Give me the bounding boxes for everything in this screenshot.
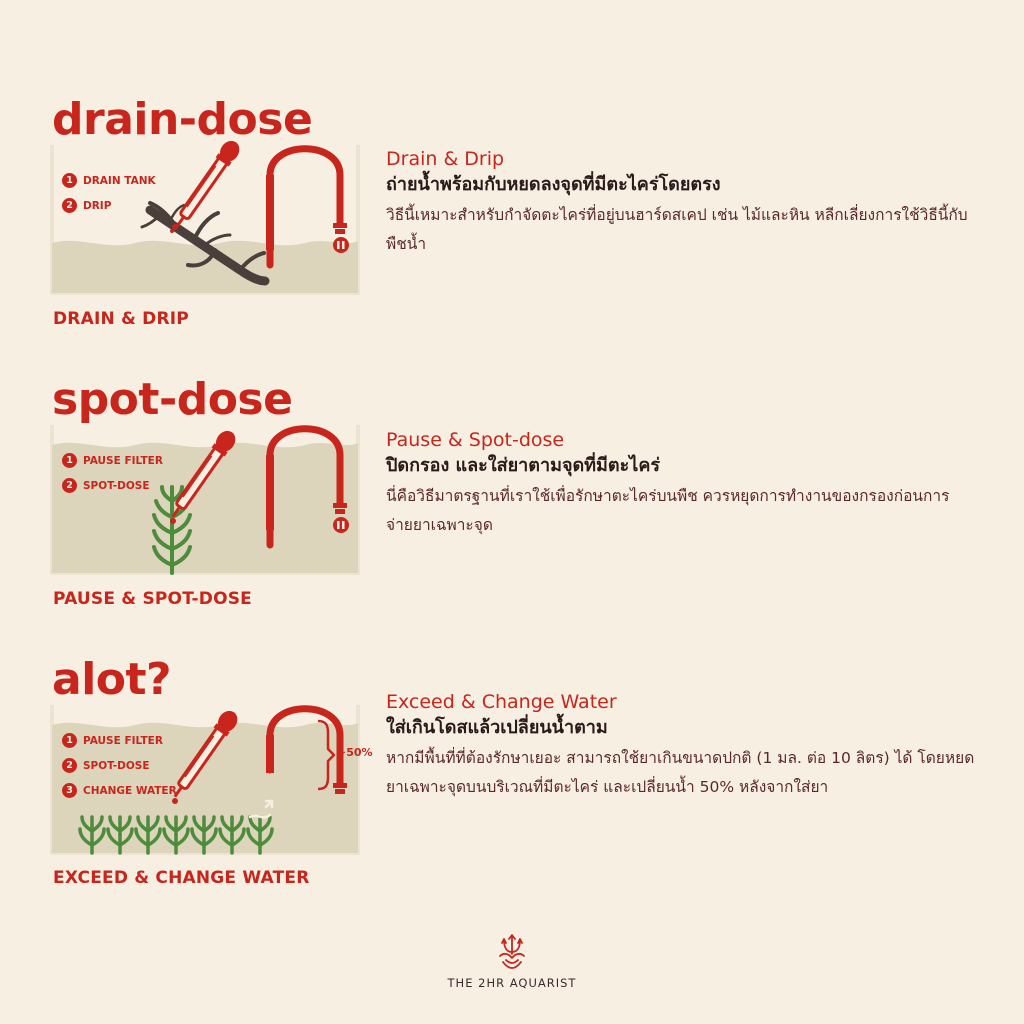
pause-icon [333, 517, 349, 533]
step-item: 1 PAUSE FILTER [62, 728, 177, 753]
pipe-outlet-icon [266, 705, 344, 787]
pipe-outlet-icon [266, 145, 344, 269]
step-list: 1 DRAIN TANK 2 DRIP [62, 168, 156, 218]
description-block: Pause & Spot-dose ปิดกรอง และใส่ยาตามจุด… [386, 428, 976, 540]
section-caption: DRAIN & DRIP [53, 309, 189, 329]
pipe-nozzle [333, 783, 347, 794]
step-number: 1 [62, 453, 77, 468]
step-item: 2 SPOT-DOSE [62, 753, 177, 778]
step-item: 2 SPOT-DOSE [62, 473, 163, 498]
step-number: 2 [62, 198, 77, 213]
dropper-icon [173, 710, 238, 798]
section-heading: spot-dose [52, 374, 293, 425]
method-description: หากมีพื้นที่ที่ต้องรักษาเยอะ สามารถใช้ยา… [386, 749, 975, 796]
step-item: 1 DRAIN TANK [62, 168, 156, 193]
method-title-en: Drain & Drip [386, 148, 505, 170]
step-label: PAUSE FILTER [83, 454, 163, 467]
step-list: 1 PAUSE FILTER 2 SPOT-DOSE [62, 448, 163, 498]
pipe-nozzle [333, 503, 347, 514]
trident-lotus-logo [499, 934, 525, 969]
footer: THE 2HR AQUARIST [0, 932, 1024, 990]
method-title-en: Exceed & Change Water [386, 691, 617, 713]
description-block: Exceed & Change Water ใส่เกินโดสแล้วเปลี… [386, 690, 976, 802]
dropper-icon [171, 430, 236, 518]
level-bracket [317, 719, 336, 791]
method-description: วิธีนี้เหมาะสำหรับกำจัดตะไคร่ที่อยู่บนฮา… [386, 206, 968, 253]
step-list: 1 PAUSE FILTER 2 SPOT-DOSE 3 CHANGE WATE… [62, 728, 177, 803]
plant-icon [152, 485, 192, 575]
tank-illustration [50, 705, 360, 855]
step-number: 2 [62, 758, 77, 773]
dropper-icon [175, 140, 240, 228]
step-item: 2 DRIP [62, 193, 156, 218]
section-heading: alot? [52, 654, 172, 705]
description-block: Drain & Drip ถ่ายน้ำพร้อมกับหยดลงจุดที่ม… [386, 147, 976, 259]
brand-name: THE 2HR AQUARIST [447, 976, 577, 990]
tank-illustration [50, 425, 360, 575]
step-label: DRIP [83, 199, 112, 212]
section-caption: PAUSE & SPOT-DOSE [53, 589, 252, 609]
step-item: 1 PAUSE FILTER [62, 448, 163, 473]
method-title-th: ถ่ายน้ำพร้อมกับหยดลงจุดที่มีตะไคร่โดยตรง [386, 174, 721, 195]
step-label: SPOT-DOSE [83, 759, 150, 772]
step-label: SPOT-DOSE [83, 479, 150, 492]
pipe-nozzle [333, 223, 347, 234]
step-label: DRAIN TANK [83, 174, 156, 187]
method-title-th: ใส่เกินโดสแล้วเปลี่ยนน้ำตาม [386, 717, 608, 738]
method-description: นี่คือวิธีมาตรฐานที่เราใช้เพื่อรักษาตะไค… [386, 487, 950, 534]
step-label: CHANGE WATER [83, 784, 177, 797]
pipe-outlet-icon [266, 425, 344, 549]
section-caption: EXCEED & CHANGE WATER [53, 868, 310, 888]
method-title-th: ปิดกรอง และใส่ยาตามจุดที่มีตะไคร่ [386, 455, 661, 476]
water-area [52, 442, 358, 573]
step-number: 2 [62, 478, 77, 493]
tank-illustration [50, 140, 360, 295]
percent-label: ~50% [337, 746, 373, 759]
pause-icon [333, 237, 349, 253]
step-item: 3 CHANGE WATER [62, 778, 177, 803]
section-heading: drain-dose [52, 94, 313, 145]
flow-arrow-icon [248, 799, 274, 819]
step-number: 3 [62, 783, 77, 798]
method-title-en: Pause & Spot-dose [386, 429, 565, 451]
plant-row-icon [78, 815, 274, 855]
water-area [52, 240, 358, 293]
step-number: 1 [62, 173, 77, 188]
step-number: 1 [62, 733, 77, 748]
step-label: PAUSE FILTER [83, 734, 163, 747]
